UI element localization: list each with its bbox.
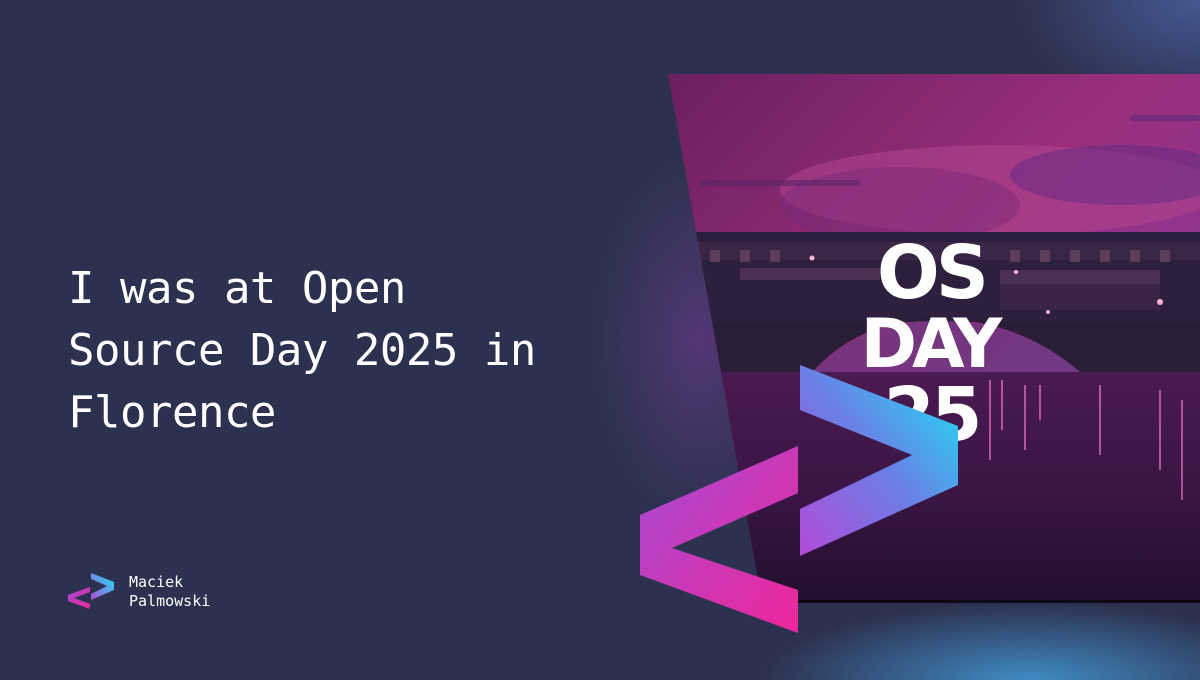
greater-than-bracket-icon — [800, 365, 958, 556]
title-line-1: I was at Open — [68, 263, 406, 314]
event-logo-line-2: DAY — [861, 305, 1004, 384]
author-first-name: Maciek — [129, 573, 184, 591]
less-than-bracket-icon — [640, 446, 798, 633]
florence-photo — [668, 74, 1200, 603]
code-brackets-icon — [640, 365, 958, 633]
author-badge: Maciek Palmowski — [66, 570, 210, 614]
author-last-name: Palmowski — [129, 592, 211, 610]
page-title: I was at Open Source Day 2025 in Florenc… — [68, 258, 628, 444]
event-logo-line-1: OS — [877, 230, 985, 316]
title-line-3: Florence — [68, 387, 276, 438]
brackets-logo-icon — [68, 573, 114, 609]
author-name: Maciek Palmowski — [129, 573, 210, 611]
title-line-2: Source Day 2025 in — [68, 325, 536, 376]
